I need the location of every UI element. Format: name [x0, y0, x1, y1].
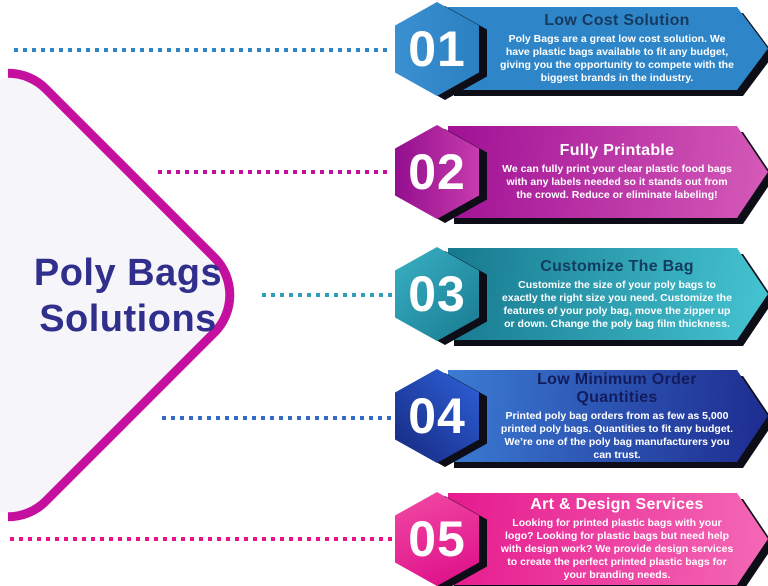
banner-art-design: Art & Design Services Looking for printe…: [448, 493, 768, 585]
badge-number: 05: [408, 511, 466, 567]
banner-shadow: Art & Design Services Looking for printe…: [448, 493, 768, 585]
banner-description: Printed poly bag orders from as few as 5…: [500, 409, 734, 461]
connector-line-3: [262, 293, 392, 297]
hexagon-badge-01: 01: [395, 2, 479, 96]
hexagon-shadow: 01: [395, 2, 479, 96]
badge-number: 04: [408, 388, 466, 444]
hexagon-badge-04: 04: [395, 369, 479, 463]
banner-shadow: Customize The Bag Customize the size of …: [448, 248, 768, 340]
badge-number: 01: [408, 21, 466, 77]
hexagon-badge-03: 03: [395, 247, 479, 341]
connector-line-4: [162, 416, 392, 420]
banner-title: Fully Printable: [559, 142, 675, 159]
hexagon-shadow: 05: [395, 492, 479, 586]
connector-line-5: [10, 537, 392, 541]
connector-line-2: [158, 170, 392, 174]
badge-number: 03: [408, 266, 466, 322]
banner-shadow: Low Cost Solution Poly Bags are a great …: [448, 7, 768, 90]
banner-customize-bag: Customize The Bag Customize the size of …: [448, 248, 768, 340]
banner-title: Customize The Bag: [540, 257, 694, 275]
list-item-customize-bag: Customize The Bag Customize the size of …: [390, 247, 768, 341]
banner-description: Poly Bags are a great low cost solution.…: [500, 33, 734, 84]
list-item-low-cost: Low Cost Solution Poly Bags are a great …: [390, 2, 768, 96]
banner-low-cost: Low Cost Solution Poly Bags are a great …: [448, 7, 768, 90]
badge-number: 02: [408, 144, 466, 200]
hexagon-shadow: 04: [395, 369, 479, 463]
list-item-low-minimum-order: Low Minimum Order Quantities Printed pol…: [390, 369, 768, 463]
list-item-art-design: Art & Design Services Looking for printe…: [390, 492, 768, 586]
left-panel-title: Poly Bags Solutions: [33, 252, 223, 340]
banner-description: Looking for printed plastic bags with yo…: [500, 517, 734, 581]
banner-title: Art & Design Services: [530, 496, 704, 513]
banner-description: Customize the size of your poly bags to …: [502, 278, 732, 330]
hexagon-badge-02: 02: [395, 125, 479, 219]
banner-title: Low Cost Solution: [544, 12, 690, 29]
list-item-fully-printable: Fully Printable We can fully print your …: [390, 125, 768, 219]
banner-shadow: Low Minimum Order Quantities Printed pol…: [448, 370, 768, 462]
banner-description: We can fully print your clear plastic fo…: [502, 163, 732, 201]
connector-line-1: [14, 48, 392, 52]
hexagon-shadow: 03: [395, 247, 479, 341]
banner-title: Low Minimum Order Quantities: [537, 370, 697, 406]
banner-shadow: Fully Printable We can fully print your …: [448, 126, 768, 218]
hexagon-shadow: 02: [395, 125, 479, 219]
banner-fully-printable: Fully Printable We can fully print your …: [448, 126, 768, 218]
banner-low-minimum-order: Low Minimum Order Quantities Printed pol…: [448, 370, 768, 462]
hexagon-badge-05: 05: [395, 492, 479, 586]
